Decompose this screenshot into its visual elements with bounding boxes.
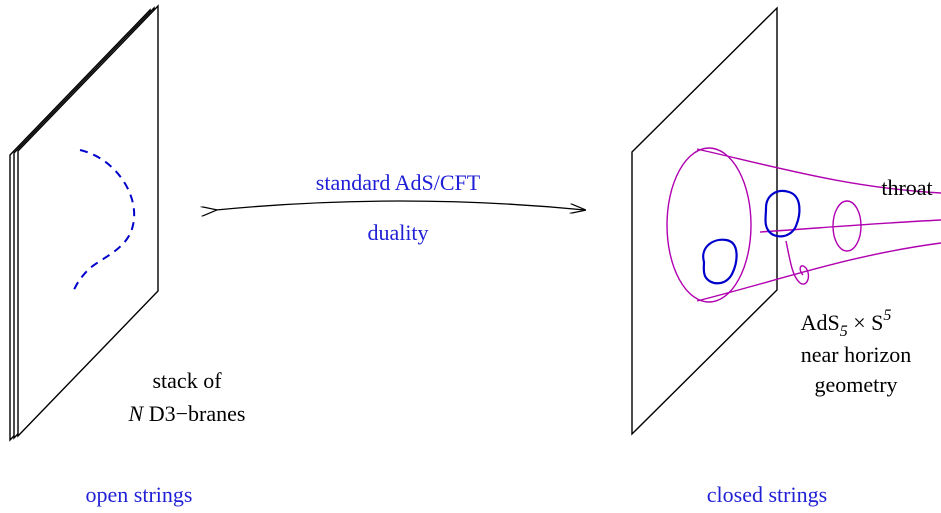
closed-string-2 xyxy=(702,238,738,285)
attached-string xyxy=(785,240,810,285)
throat-label: throat xyxy=(881,175,932,200)
near-horizon-label-line2: geometry xyxy=(814,372,897,397)
throat-lower-wall xyxy=(696,242,941,302)
open-strings-caption: open strings xyxy=(86,482,193,507)
brane-sheet-front xyxy=(17,4,159,438)
closed-strings xyxy=(702,189,801,285)
stack-label-line1: stack of xyxy=(152,368,222,393)
open-string xyxy=(72,149,136,293)
near-horizon-label-line1: near horizon xyxy=(801,342,912,367)
throat-inner-line xyxy=(759,219,941,233)
closed-strings-caption: closed strings xyxy=(707,482,827,507)
d3-brane-stack xyxy=(9,4,159,442)
duality-label-line1: standard AdS/CFT xyxy=(316,170,481,195)
throat-upper-wall xyxy=(696,148,941,194)
throat-neck-ring xyxy=(832,200,862,252)
duality-arrow xyxy=(216,200,585,210)
stack-label-line2: N D3−branes xyxy=(128,401,246,426)
ads-s5-label: AdS5 × S5 xyxy=(801,307,892,340)
closed-string-1 xyxy=(764,189,801,238)
duality-label-line2: duality xyxy=(367,220,428,245)
throat xyxy=(666,147,941,303)
throat-mouth xyxy=(666,147,752,303)
brane-plane xyxy=(631,6,778,436)
